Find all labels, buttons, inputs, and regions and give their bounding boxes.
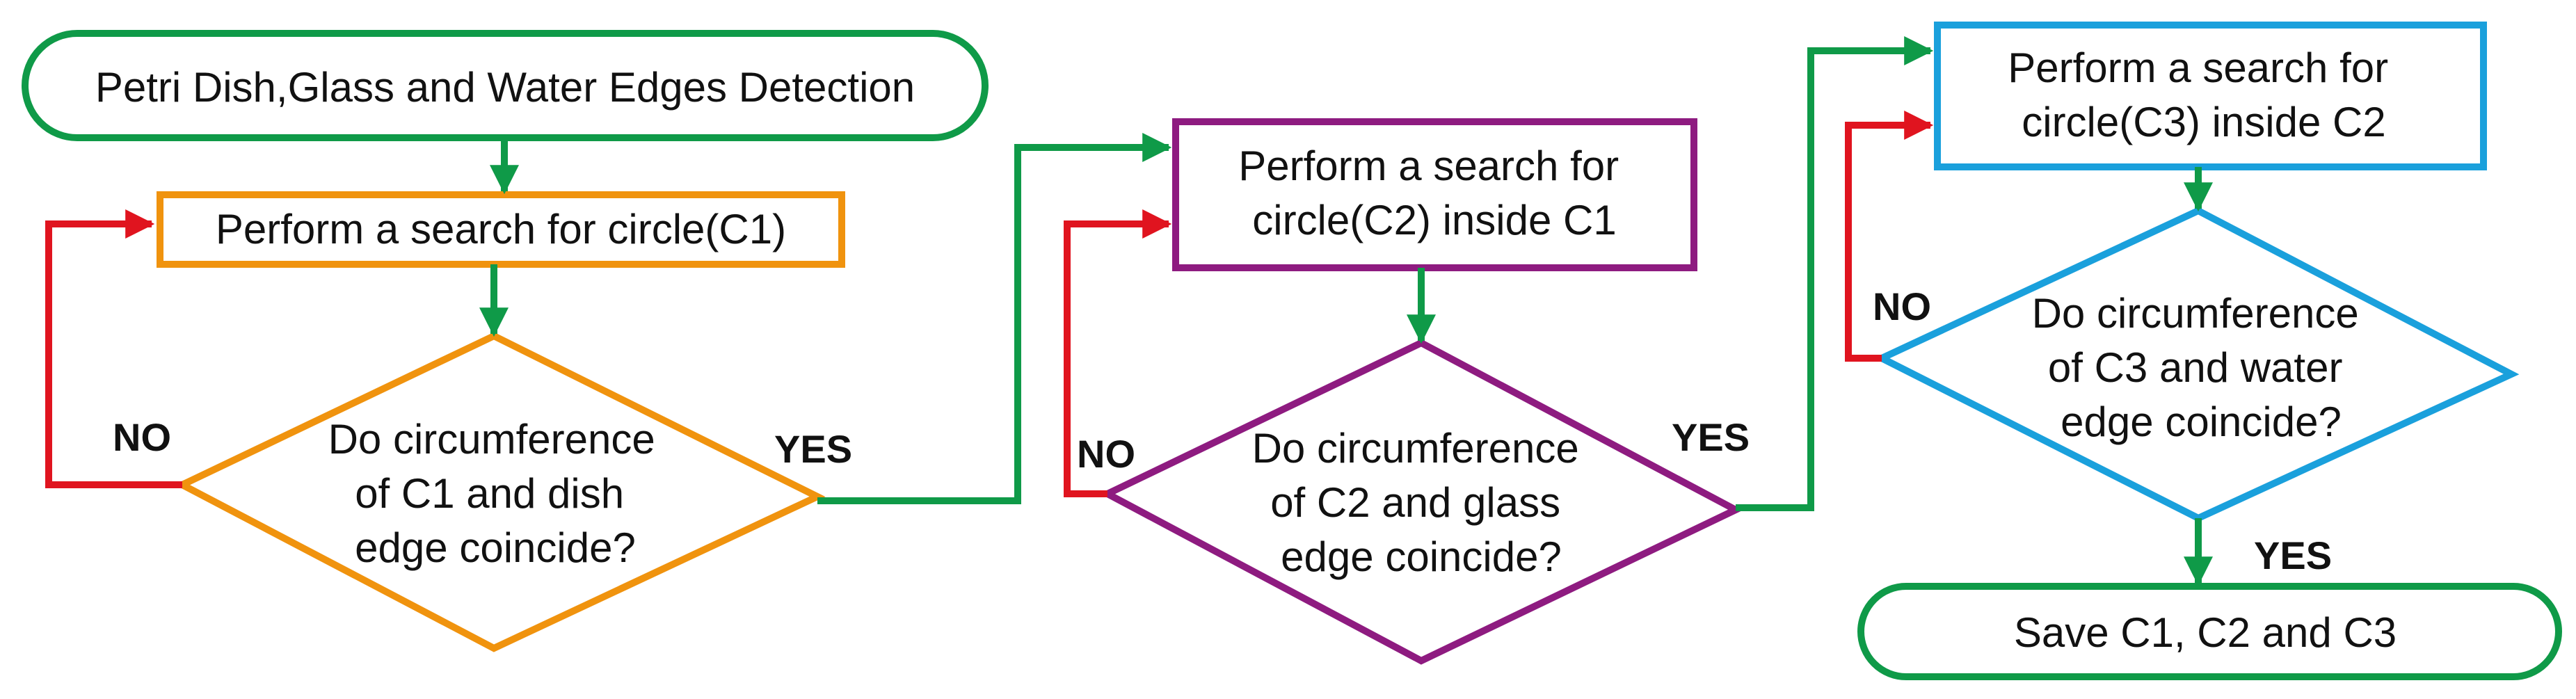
search-c1-box [157,191,845,268]
yes-label-decision-c1: YES [774,427,852,471]
arrow-no-loop-c1 [45,209,182,488]
no-label-decision-c1: NO [113,415,171,459]
decision-c2-text: Do circumference of C2 and glass edge co… [1252,425,1591,580]
yes-label-decision-c3: YES [2254,533,2332,577]
end-terminal-shape [1857,583,2562,680]
decision-c2-diamond [1099,339,1744,665]
arrow-no-loop-c3 [1845,111,1934,362]
start-terminal-text: Petri Dish,Glass and Water Edges Detecti… [95,64,915,111]
decision-c1-text: Do circumference of C1 and dish edge coi… [328,416,667,571]
decision-c1-diamond [174,332,826,652]
arrow-no-loop-c2 [1064,209,1172,497]
no-label-decision-c3: NO [1873,284,1931,328]
arrow-yes-c2-to-search-c3 [1736,36,1934,511]
search-c1-text: Perform a search for circle(C1) [216,206,786,252]
end-terminal-text: Save C1, C2 and C3 [2014,609,2397,656]
arrow-yes-c1-to-search-c2 [817,133,1172,504]
decision-c3-text: Do circumference of C3 and water edge co… [2032,290,2371,445]
yes-label-decision-c2: YES [1672,415,1750,459]
no-label-decision-c2: NO [1077,432,1135,476]
search-c3-box [1934,22,2487,170]
search-c3-text: Perform a search for circle(C3) inside C… [2008,45,2400,145]
search-c2-box [1172,118,1697,271]
search-c2-text: Perform a search for circle(C2) inside C… [1238,143,1631,243]
